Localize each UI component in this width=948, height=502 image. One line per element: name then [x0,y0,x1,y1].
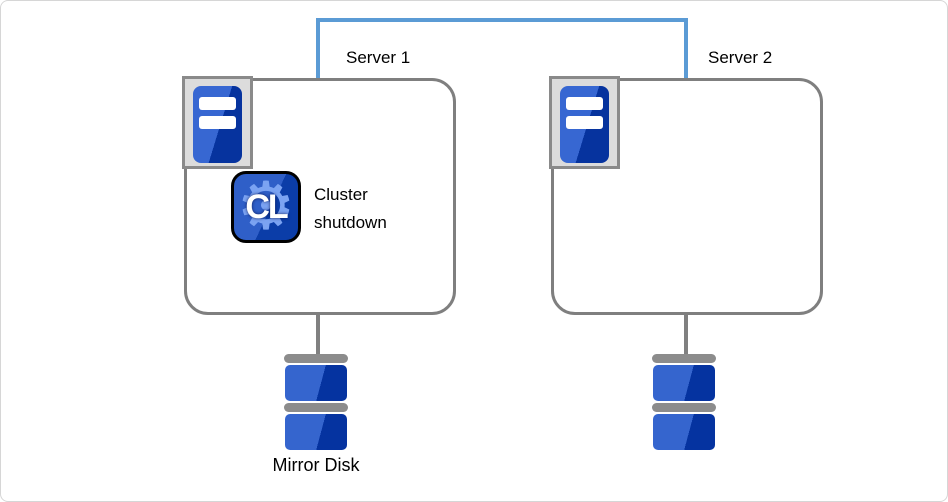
server1-disk-connector [316,315,320,355]
disk-bar-icon [652,354,716,363]
cluster-app-initials: CL [245,187,288,226]
server-icon [182,76,253,169]
server-icon [549,76,620,169]
server2-disk-connector [684,315,688,355]
mirror-disk-icon-server2 [652,354,716,450]
cluster-app-icon: ⚙ CL [231,171,301,243]
gear-icon: ⚙ [236,171,296,243]
server2-label: Server 2 [708,48,773,67]
server-slot-icon [566,116,603,129]
interconnect-line [316,18,688,78]
disk-platter-icon [653,414,715,450]
mirror-disk-icon-server1 [284,354,348,450]
server-unit-icon [193,86,242,163]
server-slot-icon [199,97,236,110]
disk-platter-icon [285,414,347,450]
disk-platter-icon [653,365,715,401]
server-unit-icon [560,86,609,163]
mirror-disk-label: Mirror Disk [272,455,360,475]
cluster-shutdown-caption: Cluster shutdown [314,185,387,232]
disk-bar-icon [652,403,716,412]
server2-box [549,76,823,315]
disk-bar-icon [284,403,348,412]
server-slot-icon [566,97,603,110]
server-slot-icon [199,116,236,129]
server1-label: Server 1 [346,48,411,67]
disk-platter-icon [285,365,347,401]
disk-bar-icon [284,354,348,363]
server1-box: ⚙ CL Cluster shutdown [182,76,456,315]
